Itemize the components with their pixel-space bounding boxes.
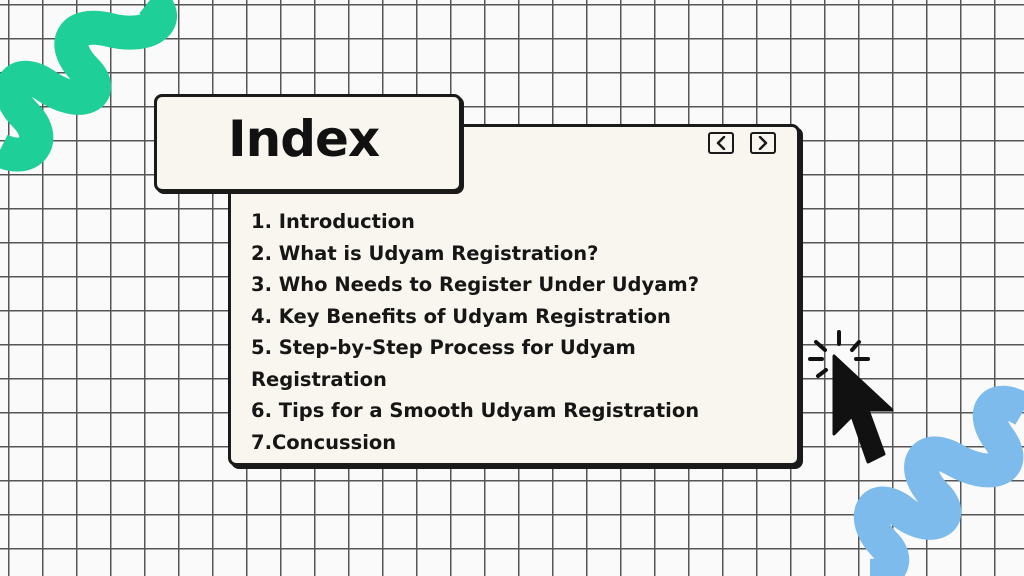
- index-item-what-is-udyam: 2. What is Udyam Registration?: [251, 241, 599, 265]
- index-item-key-benefits: 4. Key Benefits of Udyam Registration: [251, 304, 671, 328]
- index-item-introduction: 1. Introduction: [251, 210, 415, 233]
- title-tab: Index: [154, 94, 462, 192]
- index-item-who-needs-to-register: 3. Who Needs to Register Under Udyam?: [251, 273, 700, 296]
- chevron-left-icon: [716, 136, 726, 150]
- green-squiggle-decoration: [0, 0, 177, 172]
- pointer-cursor-icon: [808, 330, 894, 464]
- blue-squiggle-decoration: [853, 385, 1024, 576]
- index-item-step-by-step-process: 5. Step-by-Step Process for Udyam Regist…: [251, 336, 636, 391]
- page-title: Index: [228, 110, 380, 168]
- index-item-conclusion: 7.Concussion: [251, 430, 397, 454]
- chevron-right-icon: [758, 136, 768, 150]
- prev-button[interactable]: [708, 132, 734, 154]
- next-button[interactable]: [750, 132, 776, 154]
- index-list: 1. Introduction 2. What is Udyam Registr…: [251, 206, 771, 458]
- index-item-tips: 6. Tips for a Smooth Udyam Registration: [251, 399, 700, 422]
